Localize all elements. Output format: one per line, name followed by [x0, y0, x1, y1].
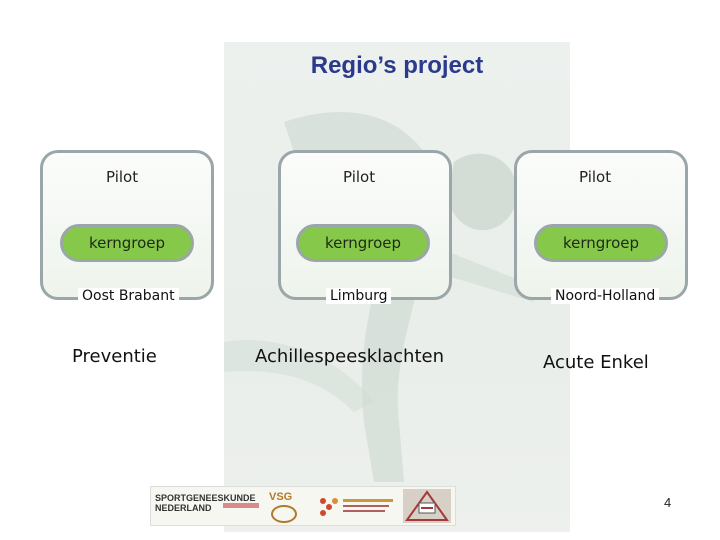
- pilot-label: Pilot: [579, 168, 612, 186]
- logo-text-line1: SPORTGENEESKUNDE: [155, 493, 256, 503]
- region-label: Noord-Holland: [551, 288, 660, 304]
- vsg-emblem-icon: [271, 505, 297, 523]
- sgn-swoosh-icon: [223, 503, 259, 508]
- pilot-label: Pilot: [106, 168, 139, 186]
- logo-text-line2: NEDERLAND: [155, 503, 212, 513]
- sportgeneeskunde-logo: SPORTGENEESKUNDE NEDERLAND: [155, 493, 256, 513]
- region-label: Limburg: [326, 288, 392, 304]
- page-number: 4: [664, 495, 672, 510]
- partner-logos-strip: SPORTGENEESKUNDE NEDERLAND VSG: [150, 486, 456, 526]
- kerngroep-pill: kerngroep: [60, 224, 194, 262]
- topic-label: Achillespeesklachten: [255, 346, 445, 367]
- region-label: Oost Brabant: [78, 288, 179, 304]
- pilot-label: Pilot: [343, 168, 376, 186]
- slide-title: Regio’s project: [310, 52, 484, 79]
- kerngroep-pill: kerngroep: [534, 224, 668, 262]
- topic-label: Preventie: [72, 346, 157, 367]
- kerngroep-pill: kerngroep: [296, 224, 430, 262]
- runner-badge-icon: [403, 489, 451, 523]
- physio-logo-icon: [317, 495, 397, 524]
- vsg-logo: VSG: [269, 491, 293, 503]
- topic-label: Acute Enkel: [543, 352, 649, 373]
